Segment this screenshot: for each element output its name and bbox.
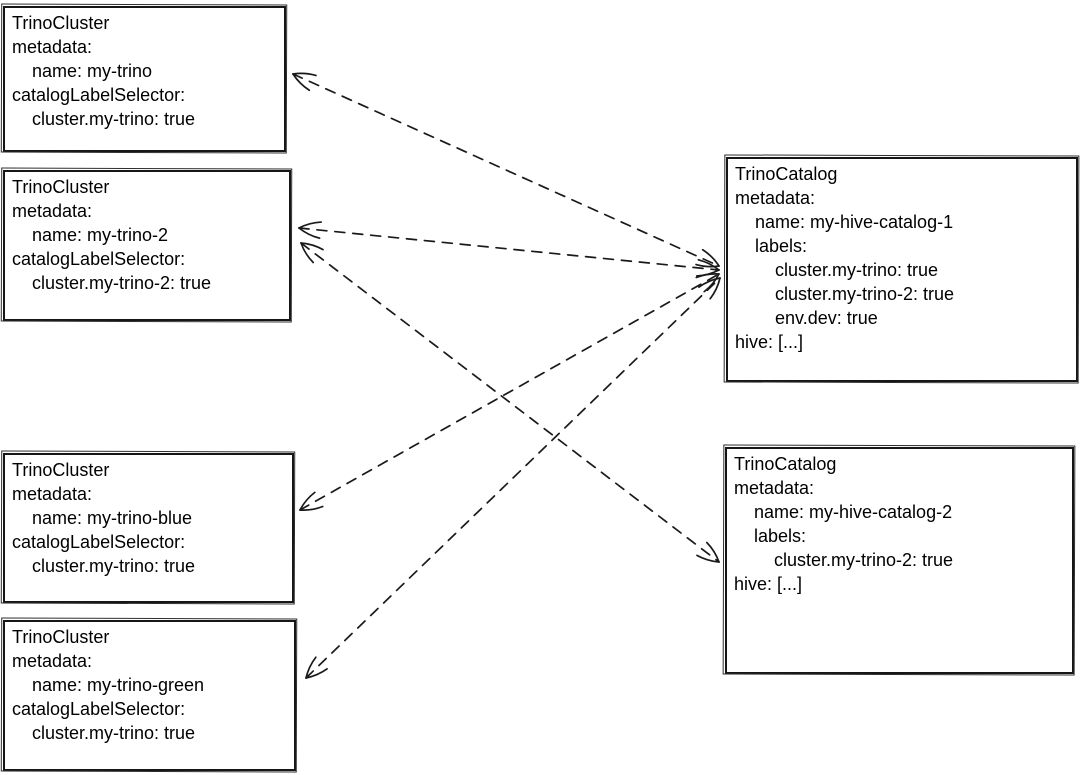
yaml-line: metadata:	[735, 188, 816, 208]
yaml-line: cluster.my-trino: true	[12, 723, 196, 743]
yaml-line: hive: [...]	[735, 332, 804, 352]
yaml-line: metadata:	[12, 37, 93, 57]
yaml-line: cluster.my-trino: true	[12, 109, 196, 129]
yaml-line: cluster.my-trino-2: true	[12, 273, 212, 293]
yaml-line: env.dev: true	[735, 308, 878, 328]
node-trinocatalog-my-hive-catalog-2: TrinoCatalog metadata: name: my-hive-cat…	[725, 447, 1074, 674]
node-kind-label: TrinoCluster	[12, 460, 110, 480]
yaml-line: hive: [...]	[734, 574, 803, 594]
node-trinocluster-my-trino-2: TrinoCluster metadata: name: my-trino-2 …	[3, 170, 291, 321]
node-trinocluster-my-trino-green: TrinoCluster metadata: name: my-trino-gr…	[3, 620, 296, 771]
yaml-line: cluster.my-trino-2: true	[735, 284, 955, 304]
yaml-line: name: my-trino	[12, 61, 153, 81]
yaml-line: catalogLabelSelector:	[12, 249, 186, 269]
yaml-line: name: my-trino-2	[12, 225, 169, 245]
node-trinocatalog-my-hive-catalog-1: TrinoCatalog metadata: name: my-hive-cat…	[726, 157, 1078, 382]
yaml-line: labels:	[735, 236, 808, 256]
node-kind-label: TrinoCatalog	[735, 164, 838, 184]
yaml-line: name: my-trino-blue	[12, 508, 193, 528]
yaml-line: cluster.my-trino: true	[12, 556, 196, 576]
yaml-line: name: my-hive-catalog-2	[734, 502, 953, 522]
node-kind-label: TrinoCluster	[12, 13, 110, 33]
yaml-line: metadata:	[12, 201, 93, 221]
node-trinocluster-my-trino: TrinoCluster metadata: name: my-trino ca…	[3, 6, 286, 152]
yaml-line: labels:	[734, 526, 807, 546]
node-kind-label: TrinoCluster	[12, 177, 110, 197]
yaml-line: catalogLabelSelector:	[12, 699, 186, 719]
node-kind-label: TrinoCluster	[12, 627, 110, 647]
yaml-line: catalogLabelSelector:	[12, 85, 186, 105]
node-kind-label: TrinoCatalog	[734, 454, 837, 474]
yaml-line: catalogLabelSelector:	[12, 532, 186, 552]
yaml-line: name: my-hive-catalog-1	[735, 212, 954, 232]
yaml-line: cluster.my-trino-2: true	[734, 550, 954, 570]
yaml-line: cluster.my-trino: true	[735, 260, 939, 280]
node-trinocluster-my-trino-blue: TrinoCluster metadata: name: my-trino-bl…	[3, 453, 294, 603]
yaml-line: metadata:	[12, 484, 93, 504]
yaml-line: metadata:	[734, 478, 815, 498]
yaml-line: metadata:	[12, 651, 93, 671]
yaml-line: name: my-trino-green	[12, 675, 205, 695]
